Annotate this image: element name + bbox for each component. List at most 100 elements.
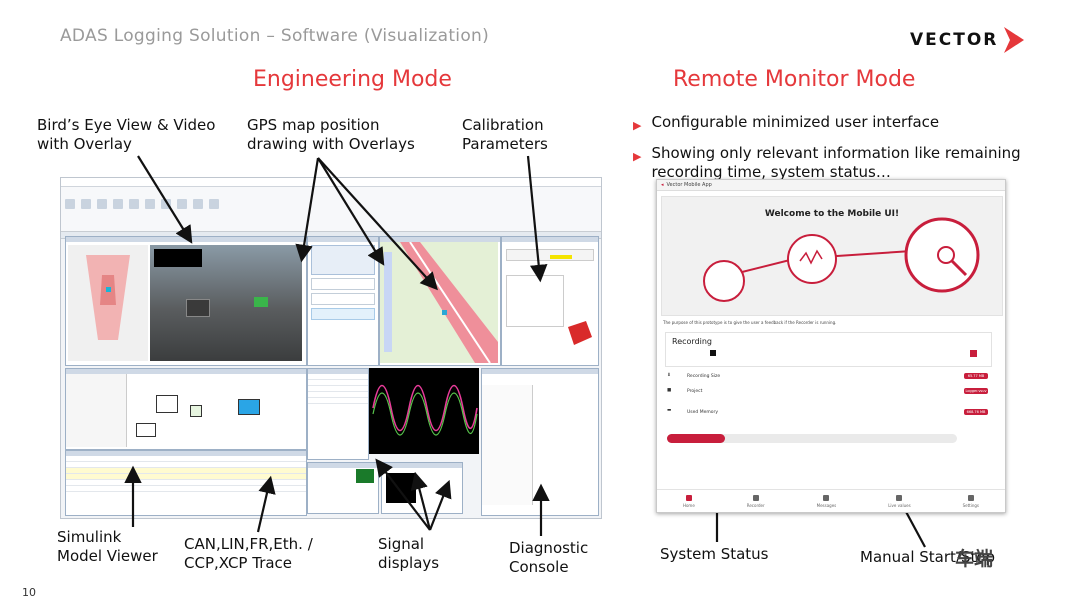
table-row[interactable] — [66, 468, 306, 474]
vehicle-ahead — [186, 299, 210, 317]
watermark: 车端 — [955, 548, 994, 570]
pane-header — [66, 369, 306, 374]
triangle-bullet-icon: ▶ — [633, 119, 642, 132]
hero-graphic — [703, 217, 980, 302]
calibration-3d-graphic — [568, 321, 592, 345]
pane-header — [482, 369, 598, 374]
status-row: ⬇ Recording Size 65.77 MB — [665, 370, 990, 383]
home-icon — [685, 494, 692, 501]
nav-label: Home — [682, 502, 695, 508]
bullet-item: ▶ Configurable minimized user interface — [633, 113, 1023, 135]
signal-graph[interactable] — [369, 368, 479, 454]
table-row[interactable] — [308, 398, 368, 404]
annotation-trace: CAN,LIN,FR,Eth. / CCP,XCP Trace — [184, 535, 313, 572]
live-values-icon — [896, 494, 903, 501]
pane-header — [308, 237, 378, 242]
table-row[interactable] — [66, 474, 306, 480]
gear-icon — [967, 494, 974, 501]
model-tree[interactable] — [66, 374, 127, 447]
row-label: Project — [687, 389, 703, 394]
video-overlay-info — [154, 249, 202, 267]
app-topbar: ◂ Vector Mobile App — [657, 180, 1005, 191]
calibration-highlight — [550, 255, 572, 259]
remote-bullet-list: ▶ Configurable minimized user interface … — [633, 113, 1023, 191]
record-icon[interactable] — [970, 350, 977, 357]
calibration-table[interactable] — [506, 275, 564, 327]
ribbon-button[interactable] — [161, 199, 171, 209]
ribbon-button[interactable] — [97, 199, 107, 209]
simulink-block[interactable] — [136, 423, 156, 437]
ribbon-button[interactable] — [129, 199, 139, 209]
ribbon-button[interactable] — [209, 199, 219, 209]
ribbon-button[interactable] — [145, 199, 155, 209]
triangle-bullet-icon: ▶ — [633, 150, 642, 163]
digital-value-display — [356, 469, 374, 483]
recording-progress-bar: 2% — [667, 434, 957, 450]
ribbon-button[interactable] — [113, 199, 123, 209]
simulink-block[interactable] — [190, 405, 202, 417]
birds-eye-graphic — [86, 255, 130, 340]
nav-item-settings[interactable]: Settings — [962, 494, 980, 508]
digital-signal-pane — [307, 462, 379, 514]
bullet-item: ▶ Showing only relevant information like… — [633, 144, 1023, 182]
pane-header — [308, 463, 378, 468]
messages-icon — [823, 494, 830, 501]
back-arrow-icon[interactable]: ◂ — [661, 182, 664, 188]
engineering-screenshot — [60, 177, 602, 519]
birds-eye-video-pane — [65, 236, 307, 366]
nav-label: Settings — [962, 502, 980, 508]
object-list-item[interactable] — [311, 308, 375, 320]
signal-values-pane — [307, 368, 369, 460]
table-row[interactable] — [308, 374, 368, 380]
detection-overlay — [254, 297, 268, 307]
purpose-text: The purpose of this prototype is to give… — [663, 320, 837, 325]
page-number: 10 — [22, 586, 36, 599]
table-row[interactable] — [66, 480, 306, 486]
nav-item-messages[interactable]: Messages — [817, 494, 836, 508]
simulink-block[interactable] — [238, 399, 260, 415]
nav-item-live-values[interactable]: Live values — [888, 494, 911, 508]
table-row[interactable] — [308, 392, 368, 398]
table-row[interactable] — [308, 386, 368, 392]
status-row: ▬ Used Memory 668.76 MB — [665, 406, 990, 419]
memory-icon: ▬ — [667, 408, 672, 413]
recording-label: Recording — [672, 337, 713, 346]
annotation-calibration: Calibration Parameters — [462, 116, 548, 153]
pane-header — [502, 237, 598, 242]
ribbon-button[interactable] — [177, 199, 187, 209]
pane-header — [308, 369, 368, 374]
table-row[interactable] — [308, 380, 368, 386]
camera-video — [150, 245, 302, 361]
nav-item-home[interactable]: Home — [682, 494, 695, 508]
remote-monitor-mode-title: Remote Monitor Mode — [673, 67, 916, 92]
simulink-model-pane — [65, 368, 307, 450]
table-row[interactable] — [66, 462, 306, 468]
stop-icon[interactable] — [710, 350, 716, 356]
birds-eye-view — [68, 245, 148, 361]
recorder-icon — [752, 494, 759, 501]
pane-header — [66, 451, 306, 456]
signal-waveform — [372, 384, 478, 436]
table-row[interactable] — [66, 486, 306, 492]
simulink-block[interactable] — [156, 395, 178, 413]
nav-item-recorder[interactable]: Recorder — [746, 494, 765, 508]
row-label: Used Memory — [687, 410, 718, 415]
object-list-item[interactable] — [311, 293, 375, 305]
trace-header-row — [66, 456, 306, 462]
pane-header — [380, 237, 500, 242]
ribbon-button[interactable] — [193, 199, 203, 209]
annotation-birds-eye: Bird’s Eye View & Video with Overlay — [37, 116, 216, 153]
calibration-pane — [501, 236, 599, 366]
progress-fill: 2% — [667, 434, 725, 450]
diagnostic-tree[interactable] — [482, 385, 533, 505]
annotation-manual-start: Manual Start/Stop — [860, 548, 996, 566]
window-titlebar — [61, 178, 601, 187]
object-list-item[interactable] — [311, 278, 375, 290]
annotation-system-status: System Status — [660, 545, 769, 563]
status-row: ■ Project Logger.vsuv — [665, 385, 990, 398]
ribbon-button[interactable] — [81, 199, 91, 209]
annotation-diagnostic: Diagnostic Console — [509, 539, 589, 576]
bottom-nav: Home Recorder Messages Live values Setti… — [657, 489, 1005, 512]
nav-label: Recorder — [746, 502, 765, 508]
ribbon-button[interactable] — [65, 199, 75, 209]
